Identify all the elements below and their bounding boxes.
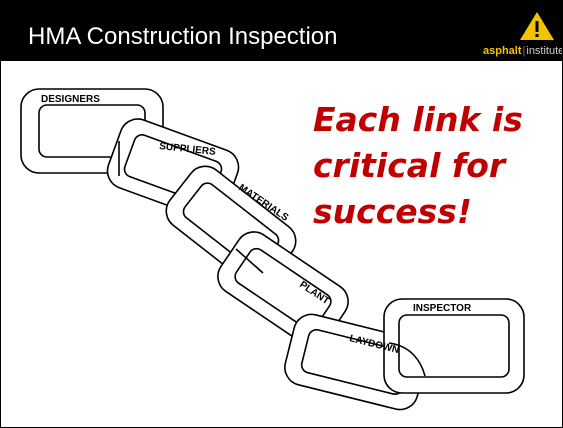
logo-wordmark: asphalt|institute — [483, 45, 563, 57]
chain-link-inspector — [383, 298, 525, 394]
label-inspector: INSPECTOR — [413, 303, 472, 314]
label-designers: DESIGNERS — [41, 94, 100, 105]
headline: Each link is critical for success! — [313, 97, 553, 235]
logo-suffix: institute — [526, 45, 563, 57]
logo-separator: | — [522, 45, 526, 57]
warning-triangle-icon — [520, 12, 554, 40]
headline-line-2: critical for — [313, 146, 506, 185]
asphalt-institute-logo: asphalt|institute — [481, 9, 563, 59]
headline-line-1: Each link is — [313, 100, 523, 139]
headline-line-3: success! — [313, 192, 472, 231]
slide-title: HMA Construction Inspection — [28, 23, 338, 50]
logo-brand: asphalt — [483, 45, 522, 57]
header-bar: HMA Construction Inspection asphalt|inst… — [1, 1, 563, 61]
